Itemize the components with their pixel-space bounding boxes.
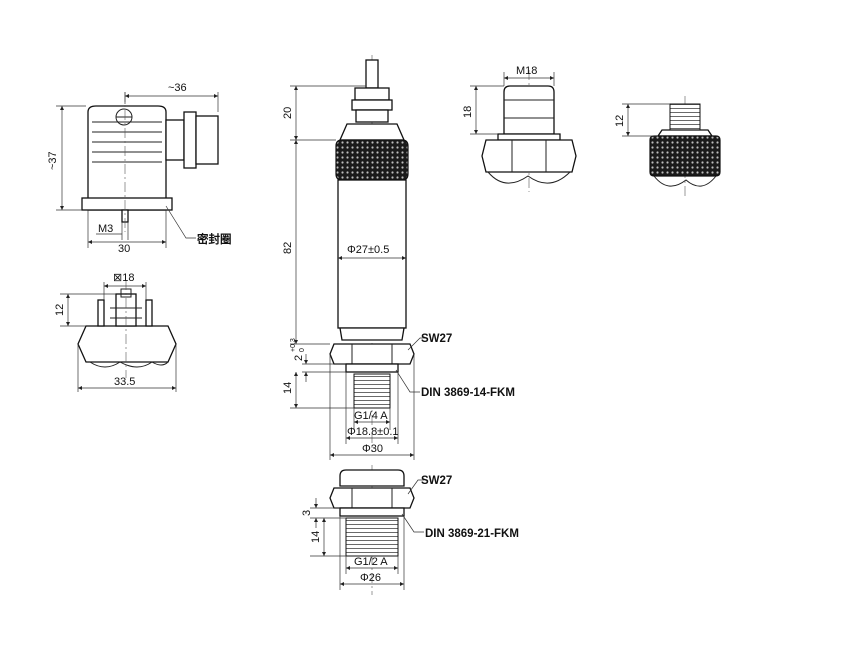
plan-width: 33.5 [114,376,135,388]
seal-standard: DIN 3869-14-FKM [421,387,515,399]
thread-size: G1/4 A [354,410,388,422]
gap-tolerance: +0.3 [290,338,297,352]
body-diameter: Φ27±0.5 [347,244,389,256]
connector-width-top: ~36 [168,82,187,94]
seal-label: 密封圈 [196,232,232,246]
wrench-size: SW27 [421,333,452,345]
connector-thread: M3 [98,223,113,235]
half-inch-fitting-view: SW27 3 14 DIN 3869-21-FKM G1/2 A Φ26 [301,465,519,595]
thread-diameter: Φ18.8±0.1 [347,426,399,438]
gap-value: 2 [293,355,305,361]
m18-height: 18 [462,106,474,118]
thread-length: 14 [282,382,294,394]
hex-diameter: Φ30 [362,443,383,455]
body-height: 82 [282,242,294,254]
fitting-thread-length: 14 [310,531,322,543]
connector-height: ~37 [47,151,59,170]
fitting-thread: G1/2 A [354,556,388,568]
plan-square: ⊠18 [113,272,134,284]
transmitter-main-view: 20 82 Φ27±0.5 SW27 2 +0.3 0 14 DIN 3869-… [282,55,515,460]
m12-height: 12 [614,115,626,127]
connector-width-bottom: 30 [118,243,130,255]
gap-tolerance-lower: 0 [299,348,306,352]
m18-thread: M18 [516,65,537,77]
m18-connector-view: M18 18 [462,65,577,192]
connector-side-view: ~36 ~37 M3 30 密封圈 [47,82,232,255]
plan-height: 12 [54,304,66,316]
fitting-gap: 3 [301,510,313,516]
fitting-diameter: Φ26 [360,572,381,584]
fitting-seal-standard: DIN 3869-21-FKM [425,528,519,540]
top-height: 20 [282,107,294,119]
fitting-wrench: SW27 [421,475,452,487]
connector-plan-view: ⊠18 12 33.5 [54,272,177,392]
m12-connector-view: 12 [614,96,721,196]
